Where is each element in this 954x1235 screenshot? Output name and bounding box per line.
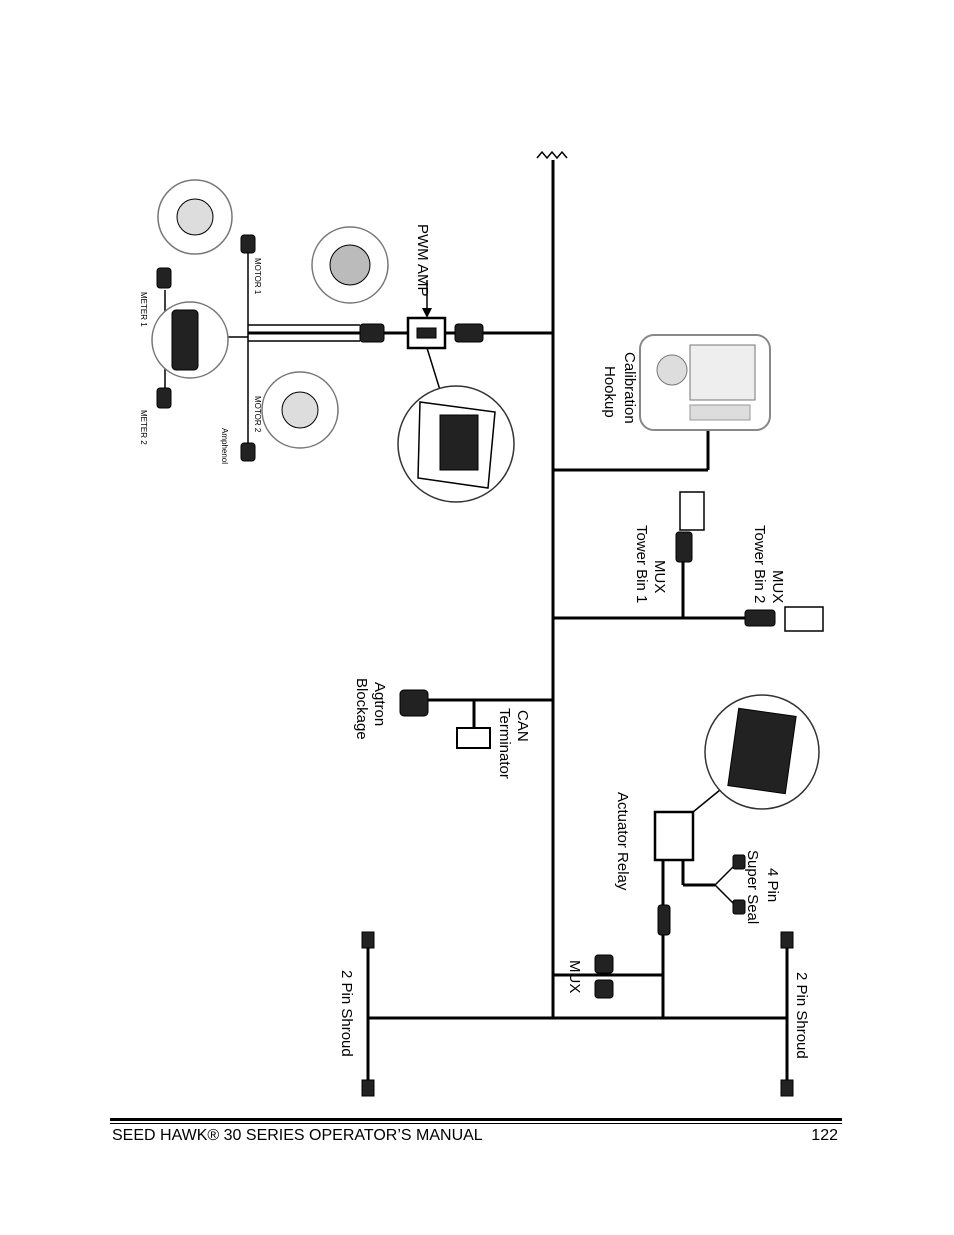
footer-rule-thick (110, 1118, 842, 1121)
mux-tower-bin-1-label: MUX (651, 560, 668, 593)
meter-2-label: METER 2 (139, 410, 148, 445)
motor-1-label: MOTOR 1 (253, 258, 262, 295)
hookup-label: Hookup (601, 366, 618, 418)
agtron-label: Agtron (371, 682, 388, 726)
terminator-label: Terminator (496, 708, 513, 779)
right-shroud-label: 2 Pin Shroud (793, 972, 810, 1059)
super-seal-label: Super Seal (744, 850, 761, 924)
motor-2-label: MOTOR 2 (253, 396, 262, 433)
break-symbol (536, 150, 568, 160)
display-monitor-icon (639, 334, 771, 431)
actuator-relay-box (653, 810, 695, 862)
footer-page-number: 122 (811, 1127, 838, 1144)
actuator-relay-label: Actuator Relay (614, 792, 631, 891)
left-shroud-label: 2 Pin Shroud (338, 970, 355, 1057)
motor-connector-icon (156, 234, 256, 462)
footer-title: SEED HAWK® 30 SERIES OPERATOR’S MANUAL (112, 1127, 483, 1144)
amphenol-label: Amphenol (220, 428, 229, 464)
pwm-module-icon (417, 401, 496, 489)
mux-tower-bin-2-label: MUX (769, 570, 786, 603)
mux-connector-icon (594, 854, 746, 999)
mux-tower-connector-icon (675, 491, 824, 632)
meter-1-label: METER 1 (139, 292, 148, 327)
calibration-label: Calibration (621, 352, 638, 424)
footer-rule-thin (110, 1123, 842, 1124)
pwm-connector-icon (359, 323, 484, 343)
pwm-amp-label: PWM AMP (414, 224, 431, 297)
two-pin-connector-icon (361, 931, 794, 1097)
can-label: CAN (514, 710, 531, 742)
blockage-label: Blockage (353, 678, 370, 740)
four-pin-label: 4 Pin (764, 868, 781, 902)
agtron-connector-icon (399, 689, 429, 717)
mux-tower-bin-1-sub-label: Tower Bin 1 (633, 525, 650, 603)
can-terminator-icon (456, 727, 491, 749)
mux-tower-bin-2-sub-label: Tower Bin 2 (751, 525, 768, 603)
mux-label: MUX (566, 960, 583, 993)
